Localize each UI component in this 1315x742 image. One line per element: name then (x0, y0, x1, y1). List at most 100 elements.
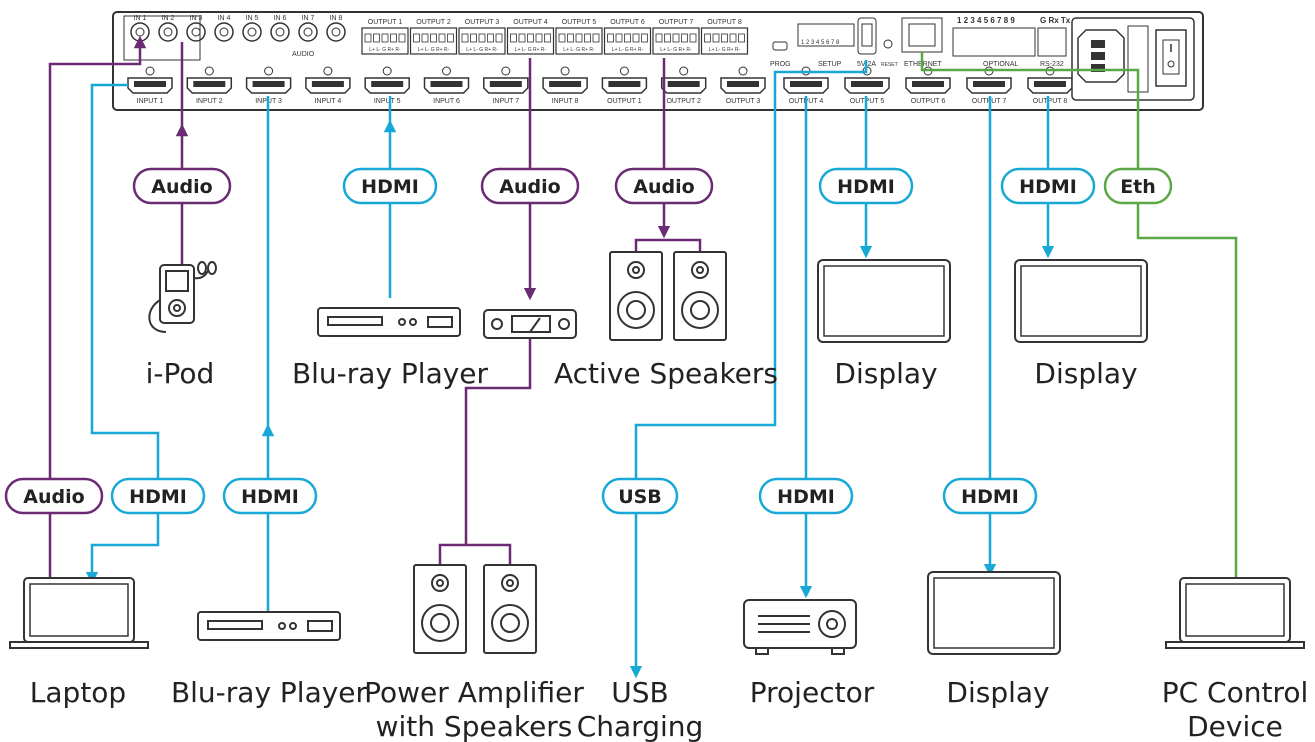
pill-hdmi-bluray-top: HDMI (342, 167, 438, 205)
pill-label: HDMI (961, 486, 1019, 508)
terminal-block-icon[interactable] (458, 27, 506, 55)
audio-jack-icon[interactable] (214, 22, 234, 42)
reset-button[interactable] (883, 39, 893, 49)
ipod-label: i-Pod (146, 357, 215, 390)
hdmi-port-label: INPUT 5 (374, 98, 401, 105)
audio-output-terminals: OUTPUT 1 L+ L- G R+ R- OUTPUT 2 L+ L- G R+ … (361, 19, 749, 55)
terminal-block-icon[interactable] (555, 27, 603, 55)
audio-jack-icon[interactable] (326, 22, 346, 42)
audio-input-label: IN 2 (162, 15, 175, 22)
audio-input-label: IN 4 (218, 15, 231, 22)
display3-label: Display (946, 676, 1049, 709)
display-icon (817, 259, 1148, 655)
audio-output-label: OUTPUT 8 (707, 19, 742, 26)
hdmi-port-icon[interactable] (364, 66, 410, 94)
hdmi-port-icon[interactable] (720, 66, 766, 94)
terminal-block-icon[interactable] (361, 27, 409, 55)
hdmi-port-label: OUTPUT 1 (607, 98, 642, 105)
audio-input-label: IN 7 (302, 15, 315, 22)
dip-switch-numbers: 1 2 3 4 5 6 7 8 (801, 40, 840, 46)
optional-terminal[interactable] (952, 27, 1036, 57)
speaker-icon (609, 251, 727, 341)
pill-label: HDMI (129, 486, 187, 508)
rs232-terminal[interactable] (1037, 27, 1067, 57)
pill-label: Audio (23, 486, 84, 508)
pill-label: USB (618, 486, 662, 508)
prog-port[interactable] (772, 41, 788, 51)
audio-jack-icon[interactable] (186, 22, 206, 42)
audio-jack-icon[interactable] (242, 22, 262, 42)
hdmi-port-label: OUTPUT 3 (726, 98, 761, 105)
pill-usb: USB (601, 477, 679, 515)
setup-label: SETUP (818, 61, 842, 68)
hdmi-port-icon[interactable] (127, 66, 173, 94)
hdmi-port-icon[interactable] (186, 66, 233, 94)
rs232-label: RS-232 (1040, 61, 1064, 68)
pill-label: HDMI (1019, 176, 1077, 198)
terminal-block-icon[interactable] (603, 27, 652, 55)
terminal-pin-label: L+ L- G R+ R- (709, 47, 741, 53)
projector-label: Projector (750, 676, 875, 709)
hdmi-port-icon[interactable] (660, 66, 707, 94)
projector-icon (743, 599, 857, 655)
hdmi-port-icon[interactable] (423, 66, 470, 94)
audio-jack-icon[interactable] (270, 22, 290, 42)
hdmi-port-icon[interactable] (601, 66, 648, 94)
audio-jack-icon[interactable] (158, 22, 178, 42)
terminal-pin-label: L+ L- G R+ R- (466, 47, 498, 53)
hdmi-port-icon[interactable] (305, 66, 351, 94)
pill-label: HDMI (837, 176, 895, 198)
audio-jack-icon[interactable] (130, 22, 150, 42)
hdmi-port-icon[interactable] (483, 66, 529, 94)
pill-hdmi-display-1: HDMI (818, 167, 914, 205)
audio-input-label: IN 1 (134, 15, 147, 22)
hdmi-port-label: INPUT 4 (315, 98, 342, 105)
rs232-pins: G Rx Tx (1040, 16, 1071, 25)
hdmi-port-label: INPUT 6 (433, 98, 460, 105)
pill-label: Audio (499, 176, 560, 198)
terminal-block-icon[interactable] (652, 27, 700, 55)
amp-label-line2: with Speakers (376, 710, 573, 742)
terminal-pin-label: L+ L- G R+ R- (369, 47, 401, 53)
audio-output-label: OUTPUT 3 (465, 19, 500, 26)
audio-output-label: OUTPUT 7 (659, 19, 694, 26)
audio-input-label: IN 3 (190, 15, 203, 22)
display1-label: Display (834, 357, 937, 390)
pill-eth: Eth (1103, 167, 1173, 205)
terminal-block-icon[interactable] (506, 27, 555, 55)
pill-label: HDMI (241, 486, 299, 508)
pill-hdmi-display-3: HDMI (942, 477, 1038, 515)
setup-dip-switch[interactable] (797, 23, 855, 47)
laptop-label: Laptop (30, 676, 126, 709)
terminal-block-icon[interactable] (409, 27, 458, 55)
hdmi-port-icon[interactable] (542, 66, 588, 94)
terminal-pin-label: L+ L- G R+ R- (612, 47, 644, 53)
bluray-bottom-label: Blu-ray Player (171, 676, 368, 709)
power-switch-icon[interactable] (1155, 29, 1187, 87)
display2-label: Display (1034, 357, 1137, 390)
usb-label-line1: USB (611, 676, 668, 709)
amp-label-line1: Power Amplifier (364, 676, 584, 709)
pc-label-line2: Device (1187, 710, 1283, 742)
hdmi-port-icon[interactable] (245, 66, 292, 94)
hdmi-port-label: INPUT 2 (196, 98, 223, 105)
bluray-top-label: Blu-ray Player (292, 357, 489, 390)
laptop-icon (9, 577, 1305, 649)
terminal-block-icon[interactable] (700, 27, 749, 55)
usb-charging-line (629, 60, 868, 679)
audio-jack-icon[interactable] (298, 22, 318, 42)
audio-section-label: AUDIO (292, 51, 315, 58)
pc-label-line1: PC Control (1162, 676, 1309, 709)
hdmi-port-label: INPUT 1 (137, 98, 164, 105)
hdmi-port-label: OUTPUT 8 (1033, 98, 1068, 105)
pill-label: HDMI (777, 486, 835, 508)
pill-audio-ipod: Audio (132, 167, 232, 205)
pill-label: Audio (151, 176, 212, 198)
audio-input-label: IN 6 (274, 15, 287, 22)
audio-output-label: OUTPUT 1 (368, 19, 403, 26)
audio-output-label: OUTPUT 2 (416, 19, 451, 26)
ipod-icon (148, 261, 217, 333)
bluray-player-icon-2 (197, 611, 341, 641)
